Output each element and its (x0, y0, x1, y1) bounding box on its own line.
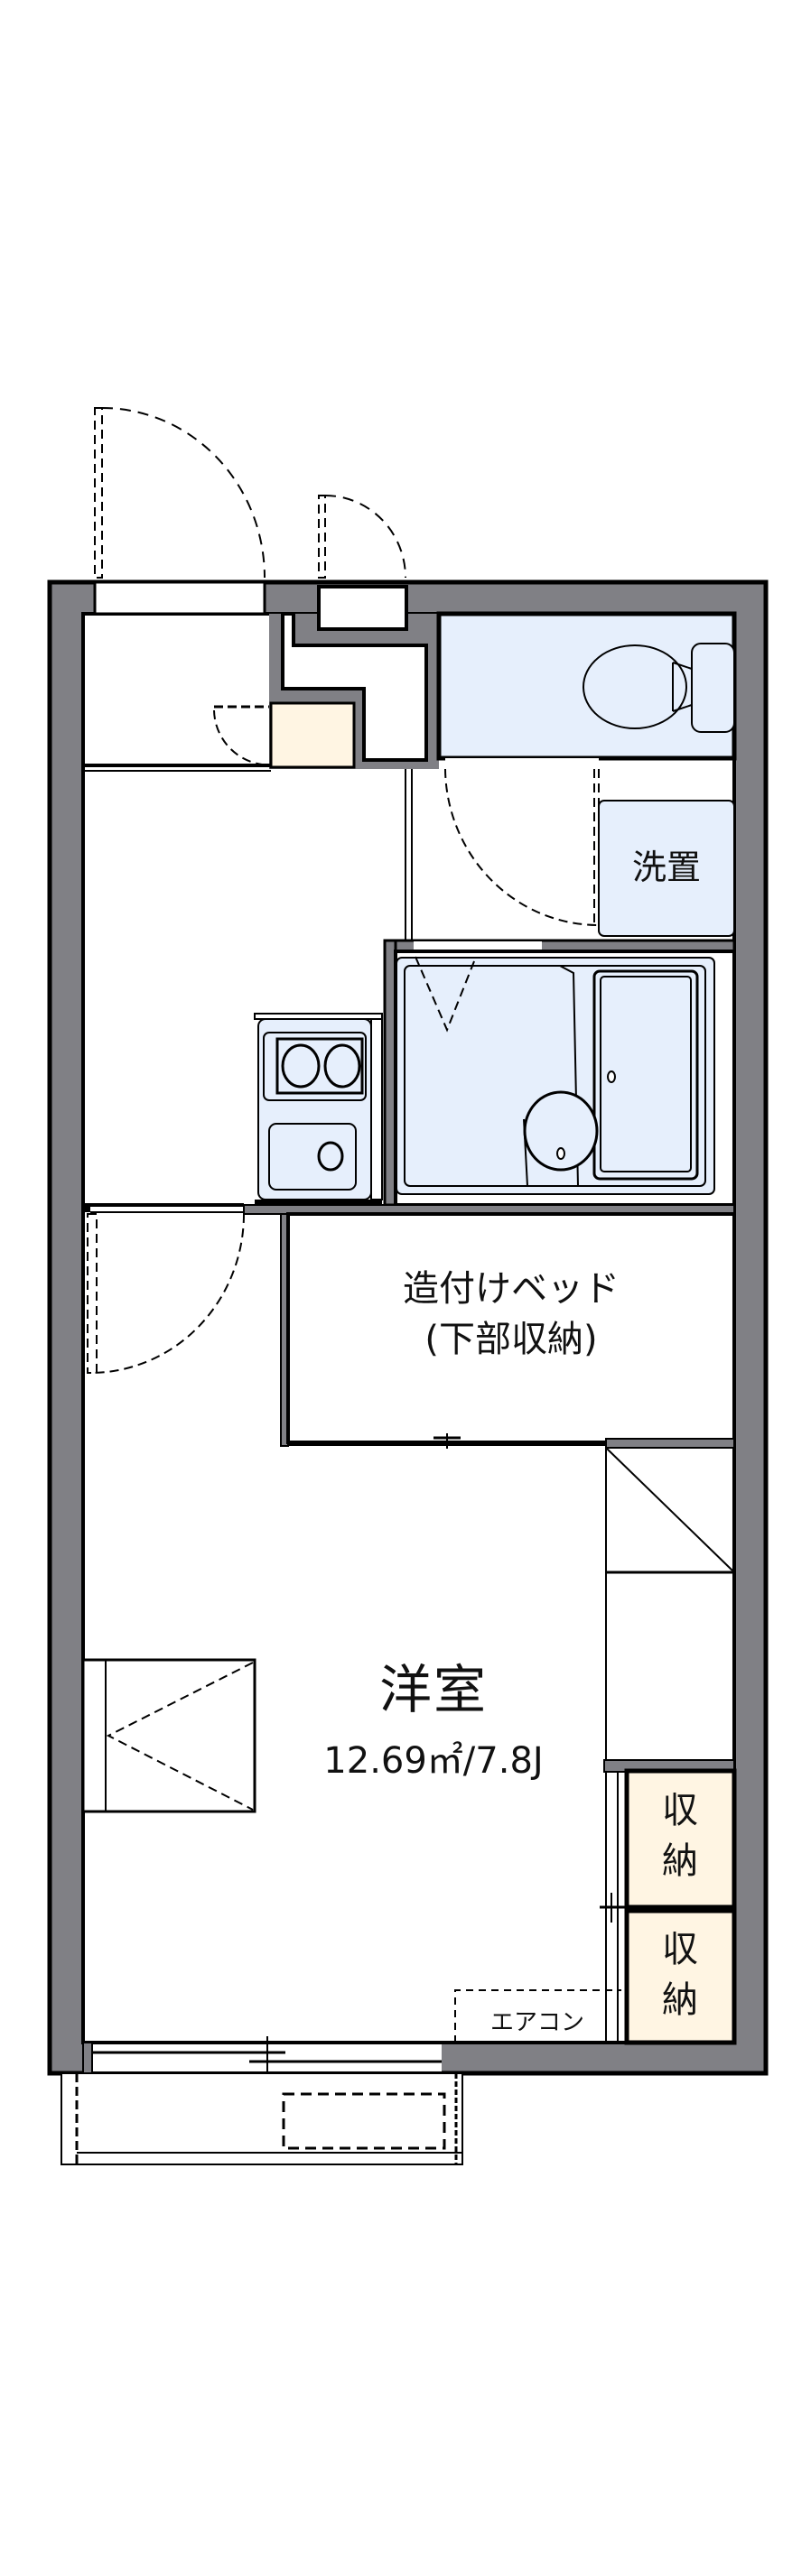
washer-space-label: 洗置 (631, 848, 701, 887)
window-bay (81, 1658, 256, 1813)
air-conditioner-label: エアコン (489, 2009, 584, 2036)
shoe-cabinet (213, 701, 356, 769)
wash-basin-icon (523, 1090, 599, 1172)
room-name: 洋室 (378, 1659, 488, 1720)
washer-space (598, 800, 735, 937)
built-in-bed (280, 1212, 736, 1449)
stove-icon (263, 1032, 367, 1101)
balcony (61, 2072, 463, 2165)
storage-closets (600, 1759, 737, 2045)
meter-box-door[interactable] (318, 495, 406, 579)
room-door[interactable] (87, 1213, 245, 1374)
built-in-bed-subtitle: (下部収納) (424, 1319, 598, 1360)
room-area: 12.69㎡/7.8J (323, 1740, 544, 1782)
built-in-bed-title: 造付けベッド (403, 1268, 620, 1310)
entrance-door[interactable] (93, 407, 266, 616)
toilet-room (436, 611, 737, 761)
bathroom-wall (383, 939, 736, 1207)
entry-service-walls (269, 585, 439, 769)
corridor-divider (405, 769, 413, 941)
sink-icon (268, 1123, 357, 1191)
entrance-step (83, 764, 271, 772)
storage-1-label: 収納 (662, 1790, 698, 1882)
wardrobe-area (605, 1447, 734, 1771)
bathtub-icon (592, 969, 699, 1181)
built-in-bed-label: 造付けベッド (下部収納) (288, 1264, 734, 1365)
air-conditioner (454, 1989, 621, 2043)
storage-2-label: 収納 (662, 1929, 698, 2021)
